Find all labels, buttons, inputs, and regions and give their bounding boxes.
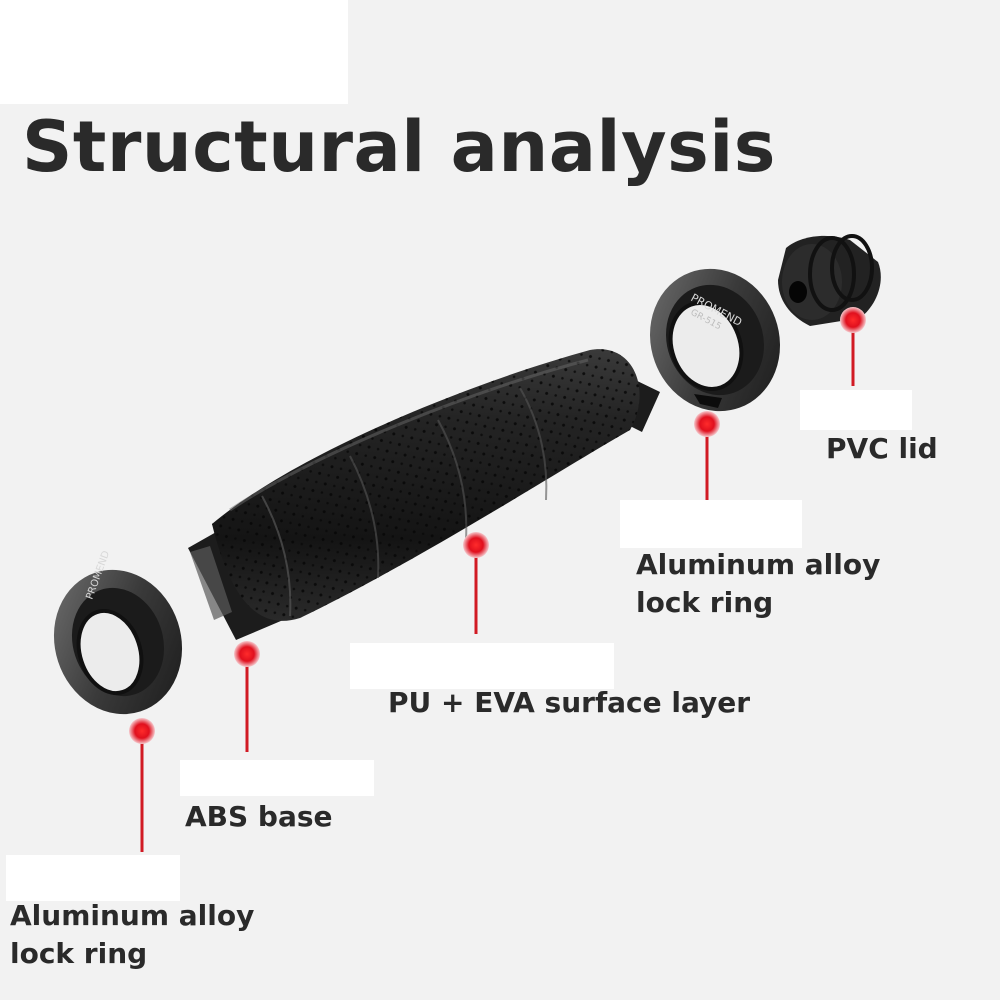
label-right-lock-ring-line1: Aluminum alloy <box>636 548 881 581</box>
wrap-seam <box>349 455 380 579</box>
marker-dot <box>694 411 720 437</box>
pvc-end-plug <box>778 234 881 326</box>
surface-label-backdrop <box>350 643 614 689</box>
grip-body <box>188 349 660 640</box>
callout-leaders <box>129 307 866 852</box>
label-left-lock-ring: Aluminum alloy lock ring <box>10 897 254 973</box>
marker-dot <box>840 307 866 333</box>
page-title: Structural analysis <box>22 106 776 188</box>
wrap-seam <box>519 387 548 501</box>
right-lock-ring: PROMEND GR-515 <box>650 268 780 412</box>
marker-dot <box>463 532 489 558</box>
top-left-backdrop <box>0 0 348 104</box>
label-pvc-lid: PVC lid <box>826 432 938 465</box>
label-surface-layer: PU + EVA surface layer <box>388 686 751 719</box>
label-right-lock-ring-line2: lock ring <box>636 586 774 619</box>
abs-base-slot <box>190 546 232 620</box>
wrap-seam <box>437 419 468 541</box>
wrap-seam <box>261 495 292 617</box>
label-left-lock-ring-line2: lock ring <box>10 937 148 970</box>
pvc-label-backdrop <box>800 390 912 430</box>
surface-highlight <box>229 358 589 512</box>
abs-label-backdrop <box>180 760 374 796</box>
left-lock-ring: PROMEND <box>53 549 183 715</box>
label-left-lock-ring-line1: Aluminum alloy <box>10 899 255 932</box>
label-abs-base: ABS base <box>185 800 333 833</box>
marker-dot <box>129 718 155 744</box>
perforation-texture <box>212 349 640 621</box>
marker-dot <box>234 641 260 667</box>
left-ring-label-backdrop <box>6 855 180 901</box>
label-right-lock-ring: Aluminum alloy lock ring <box>636 546 880 622</box>
right-ring-label-backdrop <box>620 500 802 548</box>
